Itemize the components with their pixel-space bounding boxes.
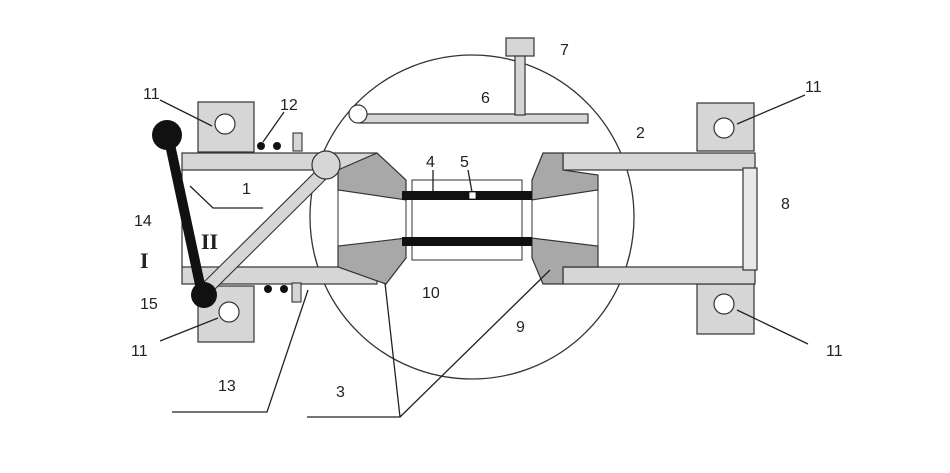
mount-hole-top-right (713, 117, 735, 139)
spring-coil (264, 285, 272, 293)
label-12: 12 (280, 97, 298, 114)
left-jaw-upper (337, 152, 407, 201)
specimen-strip-bottom (402, 237, 532, 246)
spring-coil (257, 142, 265, 150)
right-housing-top-wall (562, 152, 756, 171)
bracket-bottom-left (197, 285, 255, 343)
label-7: 7 (560, 42, 569, 59)
mount-hole-top-left (214, 113, 236, 135)
handle-knob (152, 120, 182, 150)
spring-stop-top (292, 132, 303, 152)
handle-lever-arm (163, 130, 207, 299)
label-3: 3 (336, 384, 345, 401)
handle-pivot (191, 282, 217, 308)
vertical-post (514, 54, 526, 116)
mount-hole-bottom-right (713, 293, 735, 315)
right-end-plate (742, 167, 758, 271)
right-jaw-lower (531, 237, 599, 285)
left-inner-channel (337, 189, 407, 247)
label-11-top-left: 11 (143, 86, 160, 103)
right-housing-bottom-wall (562, 266, 756, 285)
label-15: 15 (140, 296, 158, 313)
spring-coil (280, 285, 288, 293)
label-4: 4 (426, 154, 435, 171)
bracket-top-right (696, 102, 755, 152)
label-roman-1: I (140, 248, 149, 273)
label-9: 9 (516, 319, 525, 336)
label-6: 6 (481, 90, 490, 107)
spring-coil (273, 142, 281, 150)
drawing (152, 37, 758, 380)
label-roman-2: II (201, 229, 218, 254)
post-cap (505, 37, 535, 57)
bracket-top-left (197, 101, 255, 153)
label-8: 8 (781, 196, 790, 213)
label-2: 2 (636, 125, 645, 142)
rod-ring (348, 104, 368, 124)
label-11-bottom-left: 11 (131, 343, 148, 360)
bracket-bottom-right (696, 283, 755, 335)
spring-stop-bottom (291, 282, 302, 303)
specimen-strip-top (402, 191, 532, 200)
label-10: 10 (422, 285, 440, 302)
sensor-element (468, 191, 477, 200)
right-housing (562, 152, 758, 285)
label-11-top-right: 11 (805, 79, 822, 96)
label-14: 14 (134, 213, 152, 230)
mount-hole-bottom-left (218, 301, 240, 323)
right-inner-channel (531, 189, 599, 247)
label-1: 1 (242, 181, 251, 198)
label-5: 5 (460, 154, 469, 171)
labels: 1 2 3 4 5 6 7 8 9 10 11 11 11 11 12 13 1… (131, 42, 843, 401)
horizontal-rod (359, 113, 589, 124)
label-13: 13 (218, 378, 236, 395)
label-11-bottom-right: 11 (826, 343, 843, 360)
pivot-joint (311, 150, 341, 180)
leader-lines (159, 94, 809, 418)
